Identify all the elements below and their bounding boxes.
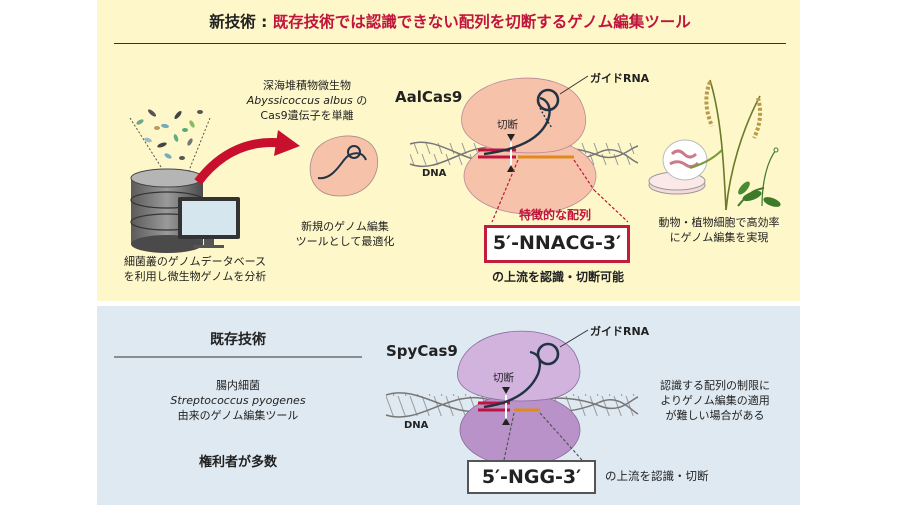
diagram-title: 新技術 : 既存技術では認識できない配列を切断するゲノム編集ツール: [0, 10, 900, 32]
optimize-line1: 新規のゲノム編集: [301, 220, 389, 233]
origin-line3: 由来のゲノム編集ツール: [177, 409, 299, 422]
origin-line1: 腸内細菌: [216, 379, 260, 392]
limitation-line2: よりゲノム編集の適用: [660, 394, 770, 407]
spycas9-sequence: 5′-NGG-3′: [481, 466, 582, 488]
spy-dna-label: DNA: [404, 420, 429, 431]
database-line1: 細菌叢のゲノムデータベース: [123, 255, 267, 268]
plant-icon: [689, 79, 781, 211]
limitation-line1: 認識する配列の制限に: [660, 379, 770, 392]
origin-caption: 腸内細菌 Streptococcus pyogenes 由来のゲノム編集ツール: [114, 378, 362, 423]
spy-cut-label: 切断: [493, 372, 514, 384]
aal-guide-rna-label: ガイドRNA: [590, 72, 650, 85]
origin-species: Streptococcus pyogenes: [170, 394, 306, 407]
feature-sequence-label: 特徴的な配列: [518, 208, 591, 222]
existing-tech-heading: 既存技術: [210, 332, 266, 348]
optimized-cas9-icon: [309, 135, 378, 197]
aal-cut-label: 切断: [497, 119, 518, 131]
optimize-line2: ツールとして最適化: [295, 235, 395, 248]
title-prefix: 新技術 :: [209, 13, 273, 31]
computer-monitor-icon: [178, 197, 240, 248]
database-line2: を利用し微生物ゲノムを分析: [123, 270, 267, 283]
application-line1: 動物・植物細胞で高効率: [658, 216, 780, 229]
title-rule: [114, 43, 786, 44]
source-line3: Cas9遺伝子を単離: [260, 109, 354, 122]
application-line2: にゲノム編集を実現: [669, 231, 769, 244]
database-caption: 細菌叢のゲノムデータベース を利用し微生物ゲノムを分析: [100, 254, 290, 284]
limitation-caption: 認識する配列の制限に よりゲノム編集の適用 が難しい場合がある: [630, 378, 800, 423]
application-caption: 動物・植物細胞で高効率 にゲノム編集を実現: [644, 215, 794, 245]
aalcas9-sequence-box: 5′-NNACG-3′: [484, 225, 630, 263]
aalcas9-complex: [409, 75, 639, 223]
cell-culture-icon: [648, 139, 708, 195]
microbe-cloud: [129, 109, 211, 179]
source-line2-suffix: の: [352, 94, 368, 107]
aalcas9-sequence: 5′-NNACG-3′: [492, 232, 622, 254]
spycas9-label: SpyCas9: [386, 342, 458, 360]
spycas9-sequence-box: 5′-NGG-3′: [467, 460, 596, 494]
aal-recognition-text: の上流を認識・切断可能: [491, 270, 624, 284]
source-caption: 深海堆積物微生物 Abyssicoccus albus の Cas9遺伝子を単離: [232, 78, 382, 123]
patent-note: 権利者が多数: [198, 455, 277, 470]
aal-dna-label: DNA: [422, 168, 447, 179]
optimize-caption: 新規のゲノム編集 ツールとして最適化: [270, 219, 420, 249]
red-curved-arrow: [194, 130, 300, 185]
spy-recognition-text: の上流を認識・切断: [605, 469, 709, 483]
spy-guide-rna-label: ガイドRNA: [590, 325, 650, 338]
spycas9-complex: [385, 329, 639, 467]
aalcas9-label: AalCas9: [395, 88, 463, 106]
title-highlight: 既存技術では認識できない配列を切断するゲノム編集ツール: [272, 13, 691, 31]
source-species: Abyssicoccus albus: [246, 94, 353, 107]
source-line1: 深海堆積物微生物: [263, 79, 351, 92]
limitation-line3: が難しい場合がある: [665, 409, 765, 422]
